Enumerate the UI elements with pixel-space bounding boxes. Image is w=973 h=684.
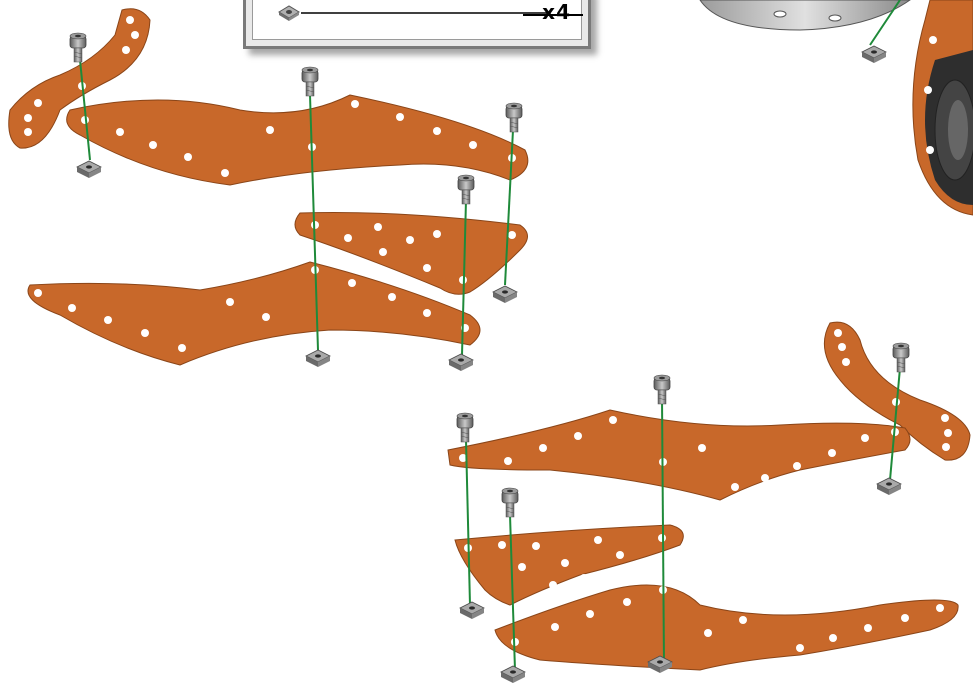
bolt-icon: [654, 375, 670, 404]
square-nut-icon: [306, 350, 330, 367]
plate-assembly-bottom: [448, 322, 970, 683]
bolt-icon: [457, 413, 473, 442]
wheel-icon: [700, 0, 973, 215]
bolt-icon: [458, 175, 474, 204]
bolt-icon: [302, 67, 318, 96]
square-nut-icon: [493, 286, 517, 303]
bolt-icon: [506, 103, 522, 132]
square-nut-icon: [77, 161, 101, 178]
square-nut-icon: [501, 666, 525, 683]
plate-assembly-top: [9, 9, 528, 371]
bolt-icon: [70, 33, 86, 62]
bolt-icon: [502, 488, 518, 517]
square-nut-icon: [449, 354, 473, 371]
bolt-icon: [893, 343, 909, 372]
square-nut-icon: [877, 478, 901, 495]
square-nut-icon: [460, 602, 484, 619]
